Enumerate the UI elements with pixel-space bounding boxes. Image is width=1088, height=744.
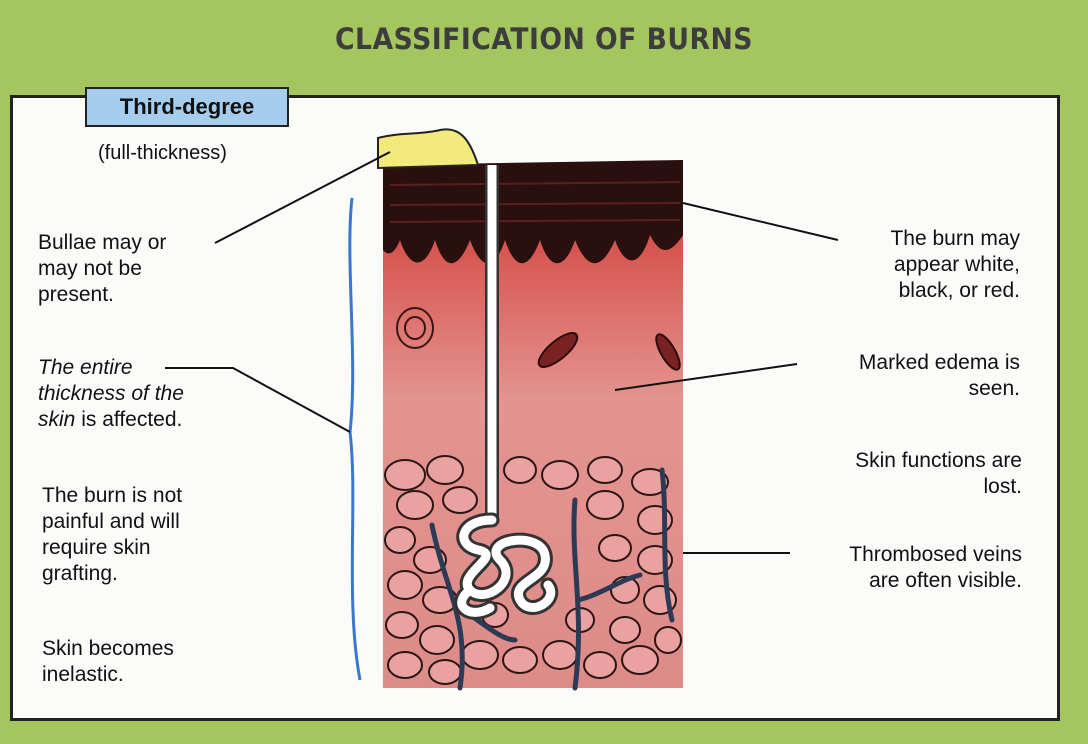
label-line: painful and will: [42, 509, 182, 535]
label-line: The burn may: [780, 226, 1020, 252]
label-not-painful: The burn is not painful and will require…: [42, 483, 182, 587]
label-line: may not be: [38, 256, 166, 282]
degree-badge: Third-degree: [85, 87, 289, 127]
label-line: thickness of the: [38, 382, 184, 405]
label-line: Marked edema is: [780, 350, 1020, 376]
label-inelastic: Skin becomes inelastic.: [42, 636, 174, 688]
label-line: Bullae may or: [38, 230, 166, 256]
label-line: are often visible.: [760, 568, 1022, 594]
label-line: is affected.: [75, 408, 182, 431]
label-bullae: Bullae may or may not be present.: [38, 230, 166, 308]
label-line: The burn is not: [42, 483, 182, 509]
eschar-layer: [383, 160, 683, 263]
label-line: Thrombosed veins: [760, 542, 1022, 568]
label-line: The entire: [38, 356, 133, 379]
label-line: appear white,: [780, 252, 1020, 278]
label-skin-italic: skin: [38, 408, 75, 431]
label-line: present.: [38, 282, 166, 308]
label-line: grafting.: [42, 561, 182, 587]
degree-subtitle: (full-thickness): [98, 142, 227, 165]
label-edema: Marked edema is seen.: [780, 350, 1020, 402]
label-line: black, or red.: [780, 278, 1020, 304]
label-thrombosed-veins: Thrombosed veins are often visible.: [760, 542, 1022, 594]
thickness-bracket: [350, 198, 360, 680]
label-functions-lost: Skin functions are lost.: [760, 448, 1022, 500]
label-entire-thickness: The entire thickness of the skin is affe…: [38, 355, 184, 433]
label-line: lost.: [760, 474, 1022, 500]
label-line: seen.: [780, 376, 1020, 402]
label-appearance: The burn may appear white, black, or red…: [780, 226, 1020, 304]
label-line: require skin: [42, 535, 182, 561]
bulla: [378, 129, 478, 168]
label-line: inelastic.: [42, 662, 174, 688]
label-line: Skin functions are: [760, 448, 1022, 474]
label-line: Skin becomes: [42, 636, 174, 662]
